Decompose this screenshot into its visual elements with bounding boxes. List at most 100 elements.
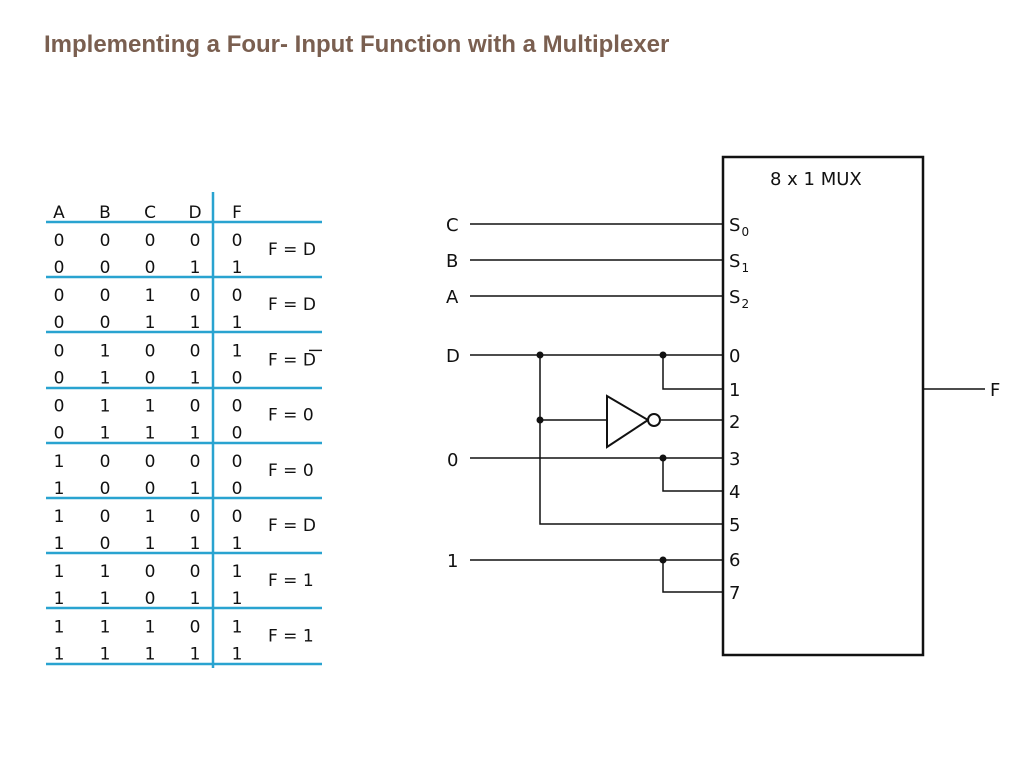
data-pin-7: 7 [729,583,740,604]
table-cell: 1 [190,424,201,444]
mux-box [721,155,925,657]
table-cell: 1 [232,313,243,333]
data-pin-2: 2 [729,412,740,433]
table-cell: 0 [100,313,111,333]
data-pin-0: 0 [729,346,740,367]
table-cell: 0 [232,231,243,251]
table-cell: 1 [232,258,243,278]
table-cell: 0 [232,479,243,499]
table-cell: 1 [100,644,111,664]
input-label-a: A [446,287,459,308]
function-label: F = D [268,350,316,370]
input-label-zero: 0 [447,450,458,471]
function-label: F = 1 [268,571,314,591]
table-cell: 0 [54,341,65,361]
table-cell: 0 [232,507,243,527]
input-label-d: D [446,346,460,367]
table-cell: 1 [190,313,201,333]
table-cell: 0 [145,589,156,609]
table-cell: 0 [145,231,156,251]
table-cell: 1 [190,479,201,499]
table-cell: 1 [145,397,156,417]
mux-diagram: 8 x 1 MUX C B A D 0 1 S0 S1 S2 0 1 2 3 4… [446,155,1000,657]
table-cell: 0 [100,534,111,554]
table-header-d: D [188,203,201,223]
one-input-wiring [470,559,723,593]
table-cell: 1 [145,644,156,664]
input-label-c: C [446,215,459,236]
table-cell: 0 [54,424,65,444]
table-cell: 1 [54,589,65,609]
table-cell: 0 [145,258,156,278]
table-cell: 1 [145,617,156,637]
table-cell: 1 [100,562,111,582]
function-label: F = D [268,240,316,260]
table-cell: 1 [100,617,111,637]
data-pin-6: 6 [729,550,740,571]
d-input-wiring [470,354,723,525]
table-cell: 1 [232,589,243,609]
table-cell: 0 [190,286,201,306]
table-cell: 0 [100,452,111,472]
input-label-one: 1 [447,551,458,572]
table-cell: 1 [100,424,111,444]
table-cell: 0 [54,368,65,388]
table-cell: 0 [232,452,243,472]
table-cell: 0 [190,231,201,251]
table-cell: 1 [232,341,243,361]
table-cell: 1 [54,617,65,637]
data-pin-1: 1 [729,380,740,401]
table-cell: 0 [232,286,243,306]
select-pin-s1: S1 [729,251,749,275]
table-cell: 0 [232,368,243,388]
inverter-gate [606,394,661,449]
table-cell: 1 [54,562,65,582]
data-pin-3: 3 [729,449,740,470]
table-cell: 0 [100,479,111,499]
select-pin-s0: S0 [729,215,749,239]
table-cell: 0 [190,507,201,527]
mux-label: 8 x 1 MUX [770,169,862,190]
table-cell: 1 [54,479,65,499]
table-cell: 1 [100,397,111,417]
table-cell: 0 [190,562,201,582]
table-cell: 1 [232,562,243,582]
table-cell: 0 [145,341,156,361]
table-cell: 1 [54,507,65,527]
table-cell: 0 [100,286,111,306]
output-label-f: F [990,380,1000,401]
input-label-b: B [446,251,458,272]
table-cell: 1 [54,452,65,472]
table-header-b: B [99,203,111,223]
table-cell: 1 [232,644,243,664]
table-cell: 0 [100,258,111,278]
table-cell: 1 [145,424,156,444]
junction-dots [536,351,667,564]
function-label: F = 1 [268,626,314,646]
function-label: F = D [268,516,316,536]
table-row: 1 1 0 1 1 [54,589,243,609]
table-cell: 1 [100,589,111,609]
table-header-c: C [144,203,156,223]
table-cell: 0 [100,231,111,251]
table-cell: 1 [190,368,201,388]
table-header-a: A [53,203,65,223]
table-cell: 1 [190,589,201,609]
table-cell: 0 [54,286,65,306]
table-cell: 0 [190,617,201,637]
